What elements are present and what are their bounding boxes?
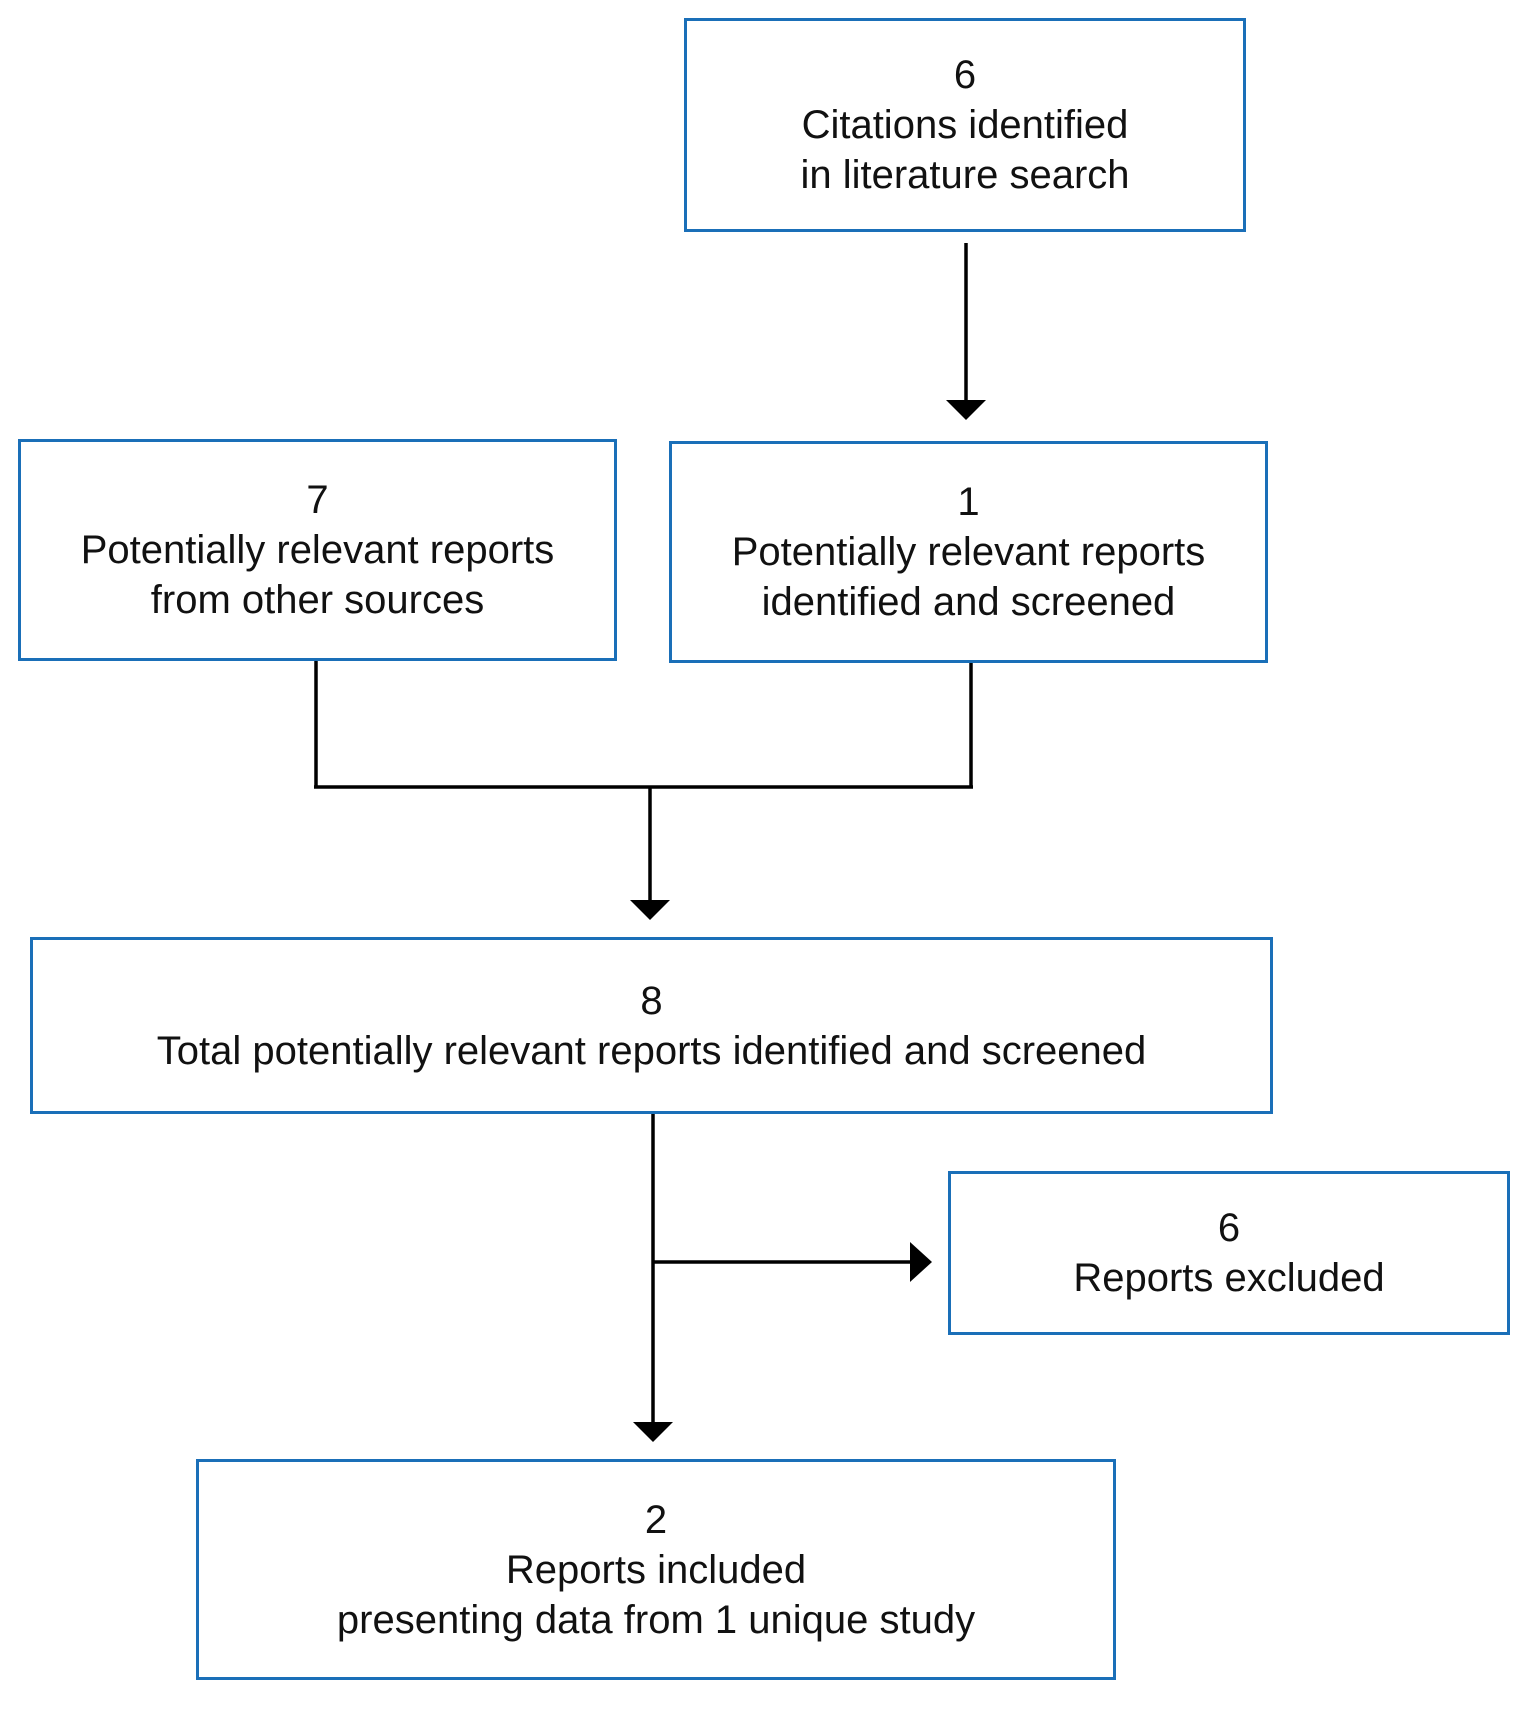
- included-label-line1: Reports included: [505, 1547, 807, 1592]
- total-label: Total potentially relevant reports ident…: [156, 1028, 1147, 1073]
- citations-label-line1: Citations identified: [801, 103, 1129, 147]
- citations-box: 6 Citations identified in literature sea…: [684, 18, 1246, 232]
- screened-box: 1 Potentially relevant reports identifie…: [669, 441, 1268, 663]
- included-box: 2 Reports included presenting data from …: [196, 1459, 1116, 1680]
- total-box: 8 Total potentially relevant reports ide…: [30, 937, 1273, 1114]
- citations-count: 6: [953, 53, 977, 97]
- excluded-box: 6 Reports excluded: [948, 1171, 1510, 1335]
- other-sources-box: 7 Potentially relevant reports from othe…: [18, 439, 617, 661]
- other-sources-count: 7: [306, 478, 329, 522]
- screened-label-line2: identified and screened: [761, 580, 1176, 624]
- excluded-count: 6: [1217, 1206, 1241, 1250]
- other-sources-label-line2: from other sources: [150, 578, 485, 622]
- total-count: 8: [640, 978, 663, 1023]
- included-count: 2: [644, 1497, 668, 1542]
- screened-count: 1: [957, 480, 980, 524]
- arrowhead-citations-to-screened: [946, 400, 986, 420]
- arrowhead-merge-to-total: [630, 900, 670, 920]
- included-label-line2: presenting data from 1 unique study: [336, 1597, 976, 1642]
- other-sources-label-line1: Potentially relevant reports: [80, 528, 555, 572]
- arrowhead-total-to-included: [633, 1422, 673, 1442]
- arrowhead-to-excluded: [910, 1242, 932, 1282]
- citations-label-line2: in literature search: [800, 153, 1130, 197]
- excluded-label: Reports excluded: [1073, 1256, 1385, 1300]
- screened-label-line1: Potentially relevant reports: [731, 530, 1206, 574]
